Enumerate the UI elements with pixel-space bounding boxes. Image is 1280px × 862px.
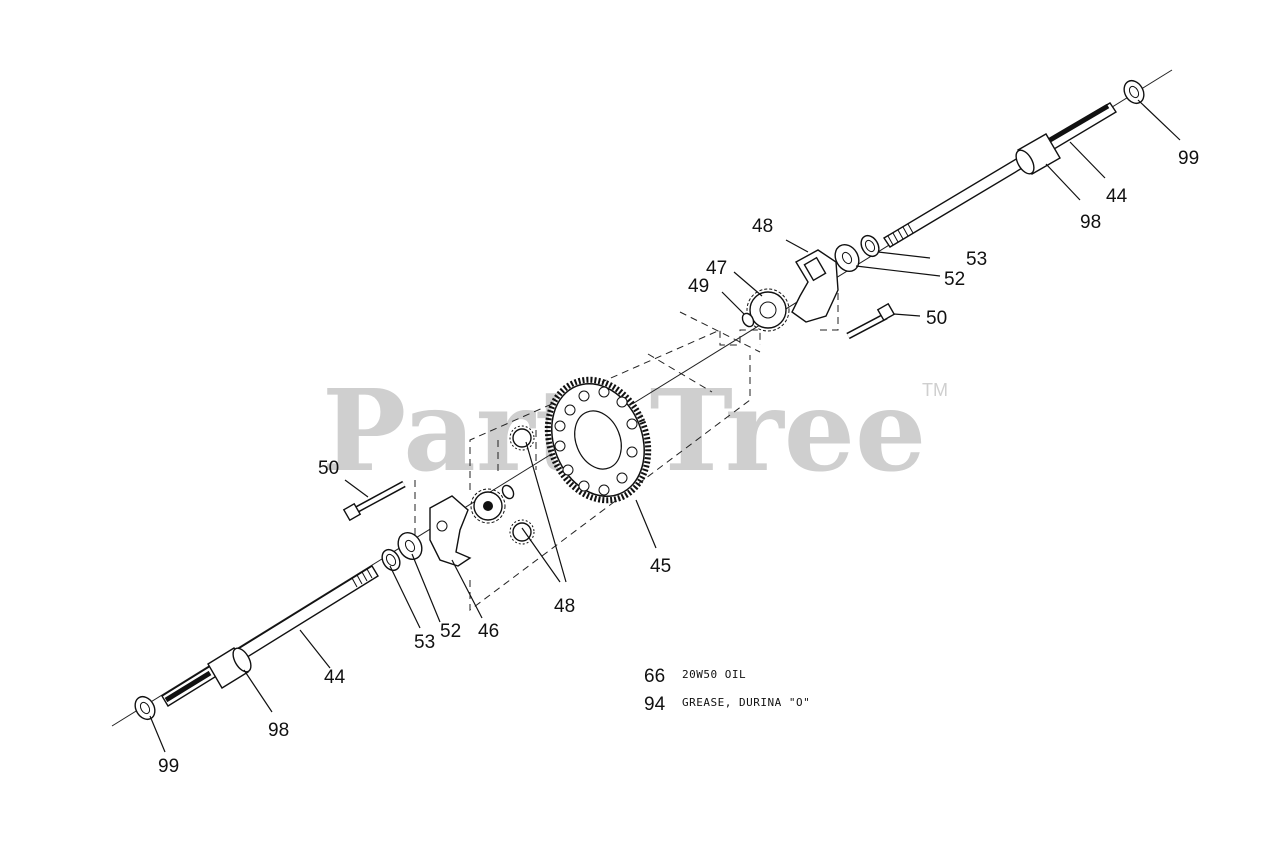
callout-50-right: 50 xyxy=(926,308,947,329)
callout-44-top: 44 xyxy=(1106,186,1128,207)
note-text-2: GREASE, DURINA "O" xyxy=(682,696,810,709)
callout-98-top: 98 xyxy=(1080,212,1101,233)
bolt-50-right xyxy=(846,302,896,340)
callout-46: 46 xyxy=(478,621,499,642)
callout-45: 45 xyxy=(650,556,671,577)
washer-53-bottom xyxy=(381,548,401,572)
callout-50-left: 50 xyxy=(318,458,339,479)
callout-99-bottom: 99 xyxy=(158,756,179,777)
spider-gear-bottom xyxy=(509,519,535,545)
callout-47: 47 xyxy=(706,258,727,279)
carrier-48-top xyxy=(791,249,839,323)
note-num-1: 66 xyxy=(644,666,665,687)
leader-lines xyxy=(149,99,1181,753)
gear-47 xyxy=(746,288,790,332)
washer-52-top xyxy=(834,243,860,273)
callout-52-top: 52 xyxy=(944,269,965,290)
callout-44-bottom: 44 xyxy=(324,667,346,688)
callout-48-top: 48 xyxy=(752,216,773,237)
callout-99-top: 99 xyxy=(1178,148,1199,169)
callout-49: 49 xyxy=(688,276,709,297)
callout-98-bottom: 98 xyxy=(268,720,289,741)
washer-52-bottom xyxy=(397,531,423,561)
bearing-lower xyxy=(207,647,252,689)
note-text-1: 20W50 OIL xyxy=(682,668,746,681)
washer-53-top xyxy=(860,234,880,258)
callout-53-bottom: 53 xyxy=(414,632,435,653)
callout-48-bottom: 48 xyxy=(554,596,575,617)
washer-99-top xyxy=(1123,79,1145,105)
washer-99-bottom xyxy=(134,695,156,721)
ring-gear-45 xyxy=(544,376,652,504)
notes: 66 20W50 OIL 94 GREASE, DURINA "O" xyxy=(644,666,810,715)
callout-52-bottom: 52 xyxy=(440,621,461,642)
side-gear-left xyxy=(470,488,506,524)
note-num-2: 94 xyxy=(644,694,666,715)
callout-53-top: 53 xyxy=(966,249,987,270)
watermark-tm: TM xyxy=(922,380,948,400)
carrier-46 xyxy=(429,495,472,567)
axle-lower xyxy=(161,565,379,707)
bearing-upper xyxy=(1015,133,1061,175)
ring-49 xyxy=(741,312,755,328)
ring-small-left xyxy=(501,484,515,500)
bolt-50-left xyxy=(342,480,406,522)
